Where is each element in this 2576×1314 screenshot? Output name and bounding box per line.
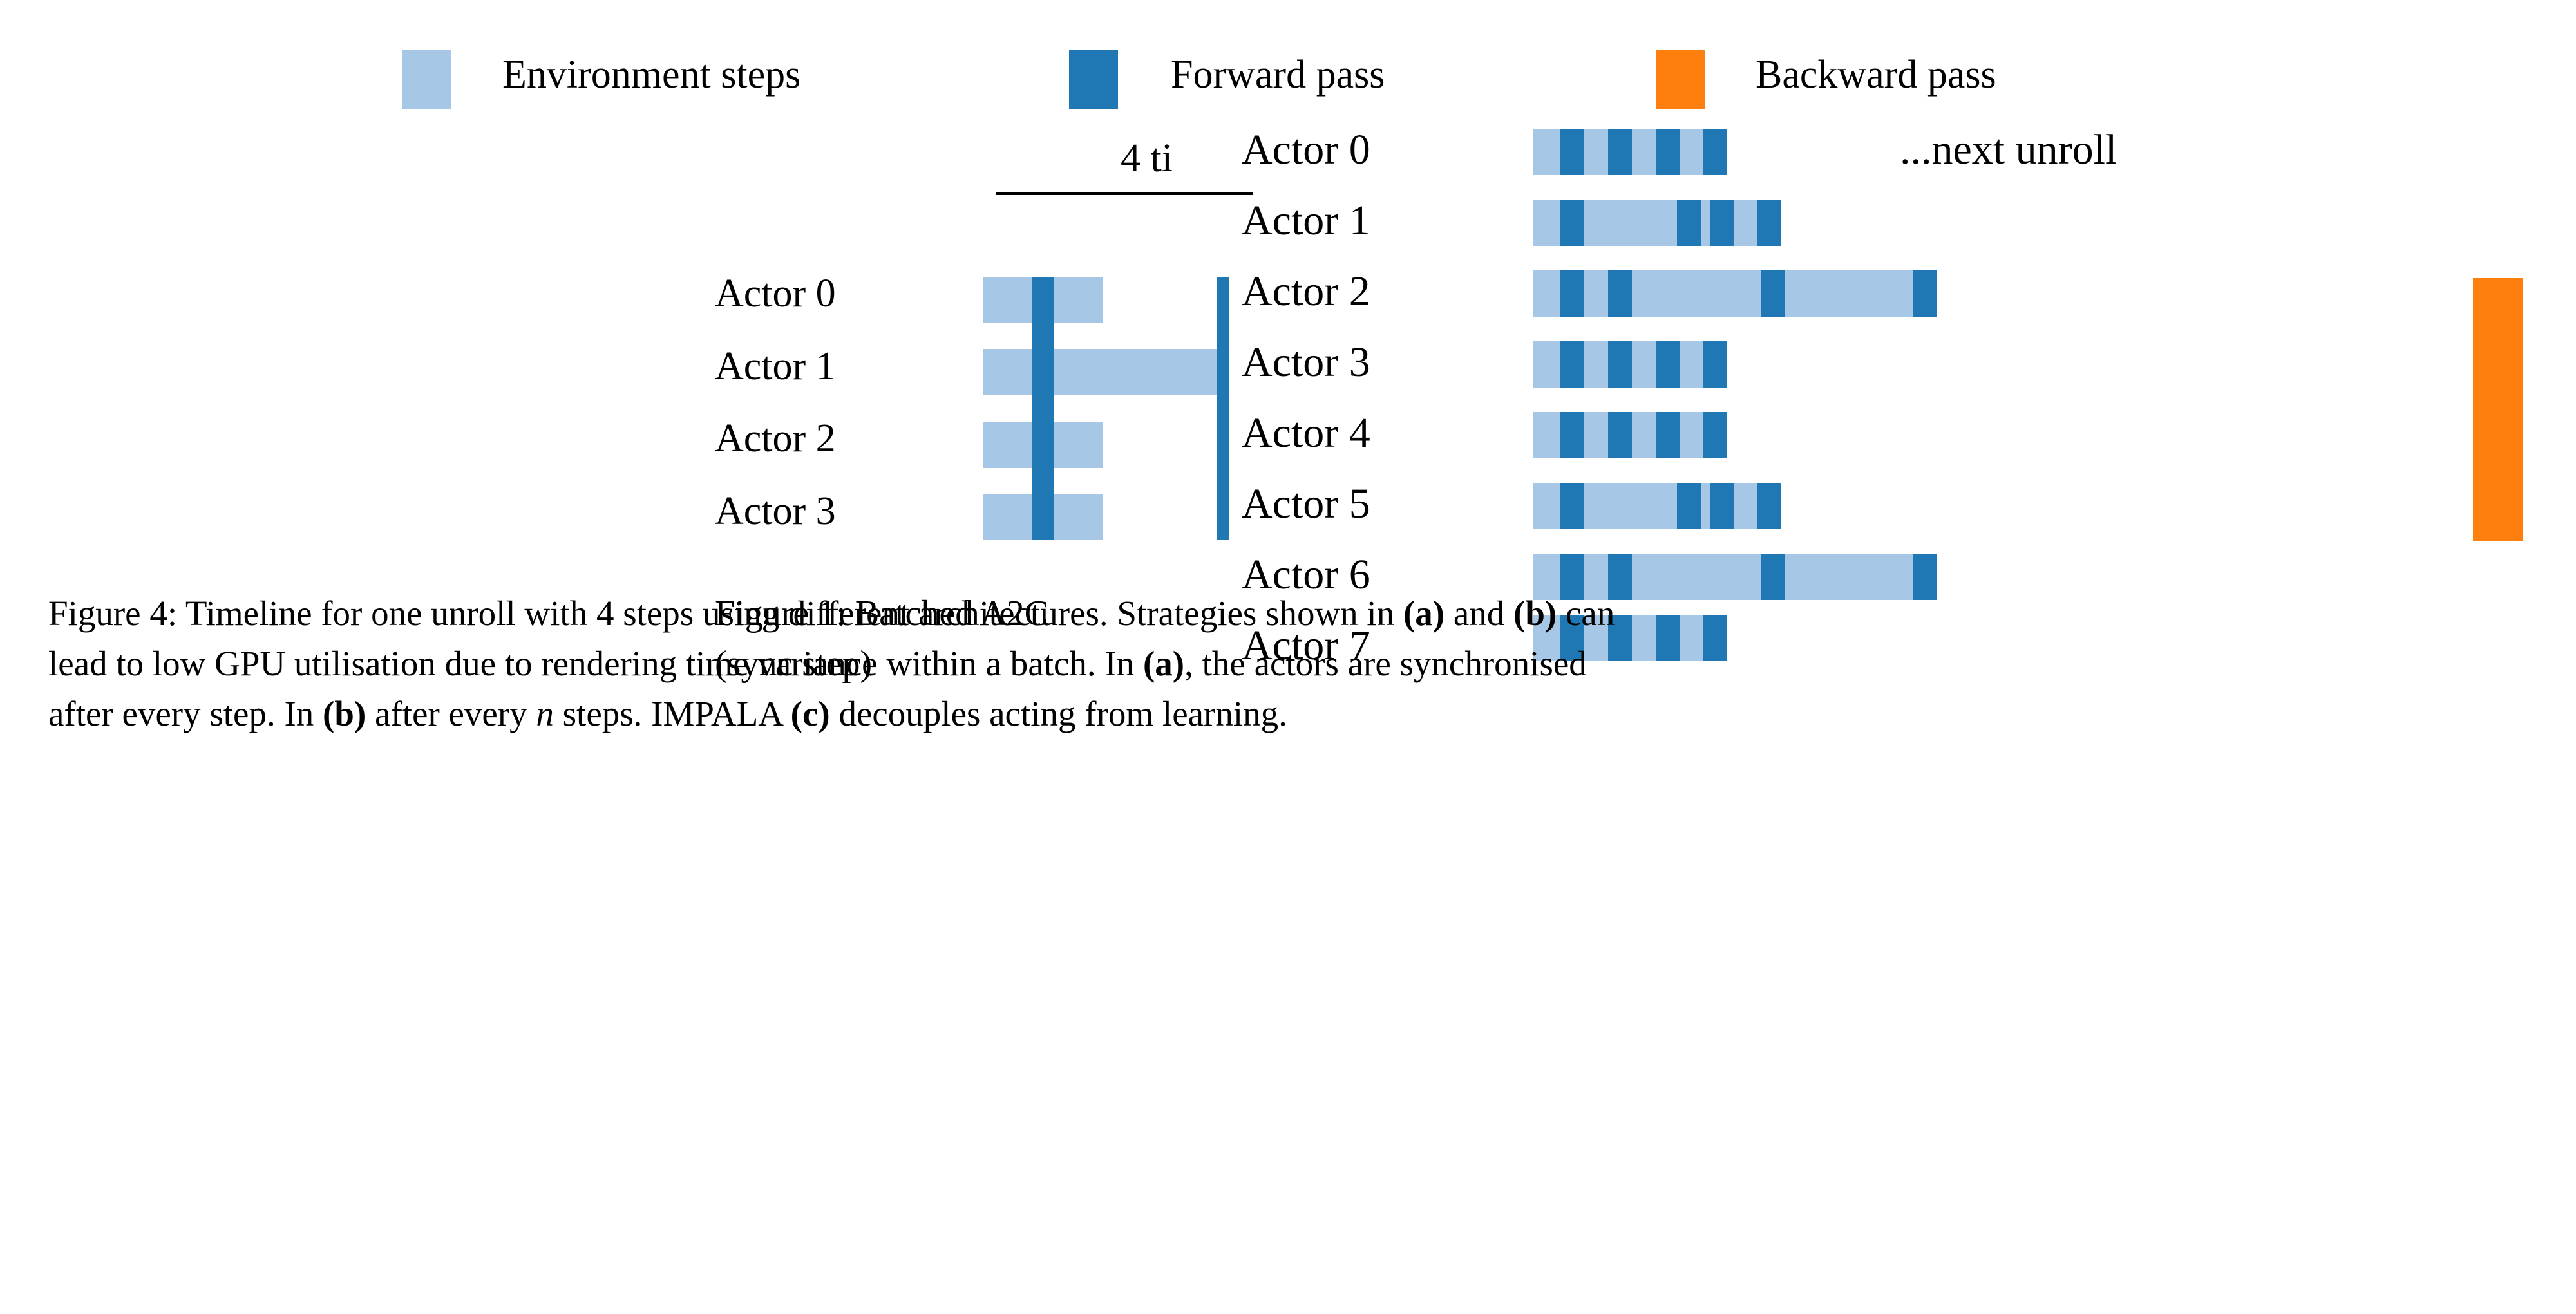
figure1-actor-label-2: Actor 2 bbox=[715, 417, 836, 460]
figure4-next-unroll-label: ...next unroll bbox=[1900, 126, 2117, 173]
figure4-actor-label-0: Actor 0 bbox=[1242, 126, 1370, 173]
legend-swatch-environment-steps bbox=[402, 50, 451, 109]
figure4-actor-label-3: Actor 3 bbox=[1242, 339, 1370, 386]
figure4-caption-line1: Figure 4: Timeline for one unroll with 4… bbox=[48, 594, 1615, 633]
figure4-actor-label-1: Actor 1 bbox=[1242, 197, 1370, 244]
figure1-panel: 4 ti Actor 0 Actor 1 Actor 2 Actor 3 bbox=[0, 0, 1288, 644]
figure4-caption-line3: after every step. In (b) after every n s… bbox=[48, 694, 1287, 733]
figure4-caption-line2: lead to low GPU utilisation due to rende… bbox=[48, 644, 1587, 683]
legend-label-forward-pass: Forward pass bbox=[1171, 53, 1385, 97]
legend-label-backward-pass: Backward pass bbox=[1756, 53, 1996, 97]
figure4-actor-label-2: Actor 2 bbox=[1242, 268, 1370, 315]
figure4-backward-pass-bar bbox=[2473, 278, 2523, 541]
figure1-caption-line2: (sync step) bbox=[715, 644, 873, 684]
figure1-forward-pass-column bbox=[1032, 277, 1054, 540]
figure4-actor-label-5: Actor 5 bbox=[1242, 480, 1370, 527]
legend-label-environment-steps: Environment steps bbox=[502, 53, 801, 97]
figure1-row1-env-segment bbox=[983, 349, 1217, 395]
legend-swatch-backward-pass bbox=[1656, 50, 1705, 109]
figure4-actor-label-4: Actor 4 bbox=[1242, 409, 1370, 456]
figure4-actor-label-6: Actor 6 bbox=[1242, 551, 1370, 598]
figure1-actor-label-3: Actor 3 bbox=[715, 489, 836, 533]
legend-swatch-forward-pass bbox=[1069, 50, 1118, 109]
figure1-actor-label-0: Actor 0 bbox=[715, 272, 836, 315]
figure4-actor-label-7: Actor 7 bbox=[1242, 622, 1370, 669]
figure1-timestep-rule bbox=[996, 192, 1253, 195]
legend: Environment steps Forward pass Backward … bbox=[0, 0, 2576, 109]
figure3-panel: ... Figure 3: IMPALA bbox=[0, 708, 2576, 1127]
figure1-sync-barrier bbox=[1217, 277, 1229, 540]
figure1-timestep-label: 4 ti bbox=[1121, 136, 1173, 180]
figure1-caption-line1: Figure 1: Batched A2C bbox=[715, 594, 1048, 634]
figure4-panel: Actor 0 Actor 1 Actor 2 Actor 3 Actor 4 … bbox=[1242, 126, 2523, 669]
figure1-actor-label-1: Actor 1 bbox=[715, 344, 836, 388]
